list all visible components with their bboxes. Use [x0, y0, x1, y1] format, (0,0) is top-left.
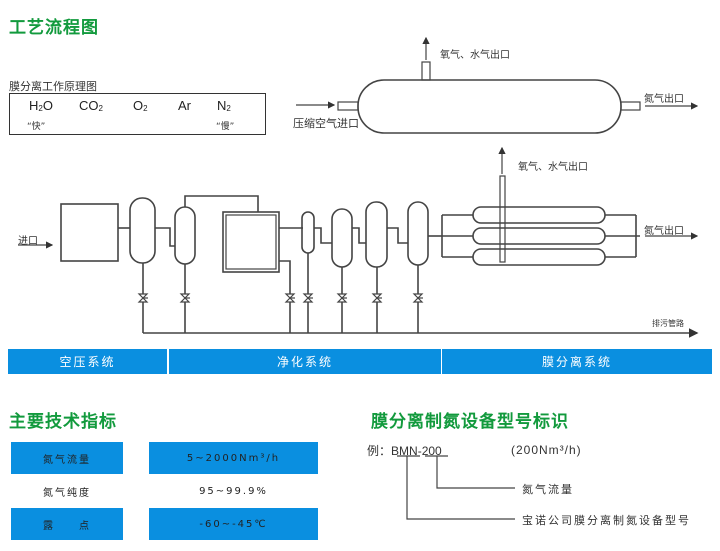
process-flow: [18, 146, 699, 338]
gas-co2: CO2: [79, 98, 103, 113]
example-prefix: 例：: [367, 444, 392, 458]
filter-5: [407, 201, 429, 266]
air-tank: [129, 197, 156, 264]
model-id-title: 膜分离制氮设备型号标识: [371, 412, 569, 432]
compressed-air-inlet-label: 压缩空气进口: [293, 117, 359, 130]
gas-o2: O2: [133, 98, 148, 113]
gas-h2o: H2O: [29, 98, 53, 113]
dryer-box: [222, 211, 280, 273]
filter-3: [331, 208, 353, 268]
membrane-module-1: [472, 206, 606, 224]
flow-nitrogen-outlet-label: 氮气出口: [644, 226, 684, 237]
spec-value: 95~99.9%: [199, 485, 268, 497]
oxygen-collector: [499, 175, 506, 263]
inlet-label: 进口: [18, 236, 38, 247]
principle-box: H2O CO2 O2 Ar N2 “快” “慢”: [9, 93, 266, 135]
drain-label: 排污管路: [652, 319, 684, 328]
model-code-part2: 200: [421, 444, 442, 458]
gas-ar: Ar: [178, 98, 191, 113]
membrane-vessel: [296, 36, 699, 134]
membrane-module-3: [472, 248, 606, 266]
system-air-compression: 空压系统: [8, 349, 167, 374]
part1-meaning: 宝诺公司膜分离制氮设备型号: [522, 515, 691, 527]
spec-name: 露 点: [11, 508, 123, 540]
system-purification: 净化系统: [169, 349, 441, 374]
vessel-oxygen-outlet-label: 氧气、水气出口: [440, 50, 510, 61]
filter-2: [301, 211, 315, 254]
model-code-part1: BMN: [391, 444, 418, 458]
spec-name: 氮气流量: [11, 442, 123, 474]
filter-4: [365, 201, 388, 268]
filter-1: [174, 206, 196, 265]
flow-oxygen-outlet-label: 氧气、水气出口: [518, 162, 588, 173]
spec-name: 氮气纯度: [43, 487, 91, 499]
part2-meaning: 氮气流量: [522, 484, 574, 496]
spec-value: 5~2000Nm³/h: [149, 442, 318, 474]
vessel-body: [357, 79, 622, 134]
specs-title: 主要技术指标: [9, 412, 117, 432]
vessel-inlet-nozzle: [337, 101, 359, 111]
principle-label: 膜分离工作原理图: [9, 80, 97, 93]
vessel-nitrogen-outlet-label: 氮气出口: [644, 94, 684, 105]
model-leader-lines: [397, 455, 515, 520]
process-flow-title: 工艺流程图: [9, 18, 99, 38]
model-flow-note: (200Nm³/h): [511, 443, 582, 457]
membrane-module-2: [472, 227, 606, 245]
model-example: 例：BMN-200: [367, 442, 442, 459]
vessel-outlet-nozzle: [620, 101, 641, 111]
vessel-top-nozzle: [421, 61, 431, 81]
system-membrane-separation: 膜分离系统: [442, 349, 712, 374]
model-code-dash: -: [417, 444, 422, 458]
drain-valves: [137, 293, 424, 303]
fast-label: “快”: [27, 122, 46, 132]
spec-value: -60~-45℃: [149, 508, 318, 540]
slow-label: “慢”: [216, 122, 235, 132]
compressor-box: [60, 203, 119, 262]
gas-n2: N2: [217, 98, 231, 113]
system-bar: 空压系统 净化系统 膜分离系统: [8, 349, 712, 374]
